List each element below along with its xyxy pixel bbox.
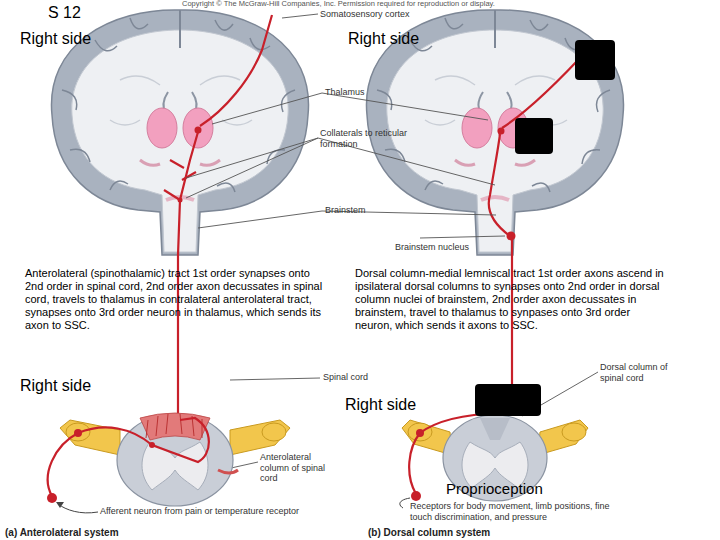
part-label: Dorsal column of spinal cord: [600, 362, 675, 383]
afferent-neuron: [48, 418, 209, 496]
part-label: Afferent neuron from pain or temperature…: [100, 506, 299, 517]
side-label: Right side: [348, 30, 419, 49]
part-label: Thalamus: [325, 87, 365, 98]
slide-number: S 12: [48, 4, 81, 23]
panel-caption: (a) Anterolateral system: [5, 527, 119, 539]
part-label: Collaterals to reticular formation: [320, 128, 420, 149]
part-label: Spinal cord: [323, 372, 368, 383]
description-note: Anterolateral (spinothalamic) tract 1st …: [25, 267, 330, 332]
spinal-cord-section: [60, 413, 290, 506]
pointer-arrow: [400, 498, 410, 508]
panel-caption: (b) Dorsal column system: [368, 527, 490, 539]
part-label: Somatosensory cortex: [320, 9, 410, 20]
spinothalamic-pathway: [164, 15, 272, 420]
redaction-box: [475, 384, 541, 416]
redaction-box: [515, 118, 553, 154]
sense-label: Proprioception: [446, 480, 543, 498]
side-label: Right side: [345, 396, 416, 415]
part-label: Anterolateral column of spinal cord: [260, 452, 340, 484]
copyright-note: Copyright © The McGraw-Hill Companies, I…: [182, 0, 495, 9]
side-label: Right side: [20, 30, 91, 49]
pointer-arrow: [58, 504, 98, 513]
leader-line: [186, 14, 598, 470]
side-label: Right side: [20, 377, 91, 396]
redaction-box: [575, 40, 615, 80]
description-note: Dorsal column-medial lemniscal tract 1st…: [355, 267, 665, 332]
lemniscal-pathway: [489, 45, 592, 400]
part-label: Brainstem: [325, 205, 366, 216]
part-label: Brainstem nucleus: [395, 242, 469, 253]
part-label: Receptors for body movement, limb positi…: [410, 501, 610, 522]
